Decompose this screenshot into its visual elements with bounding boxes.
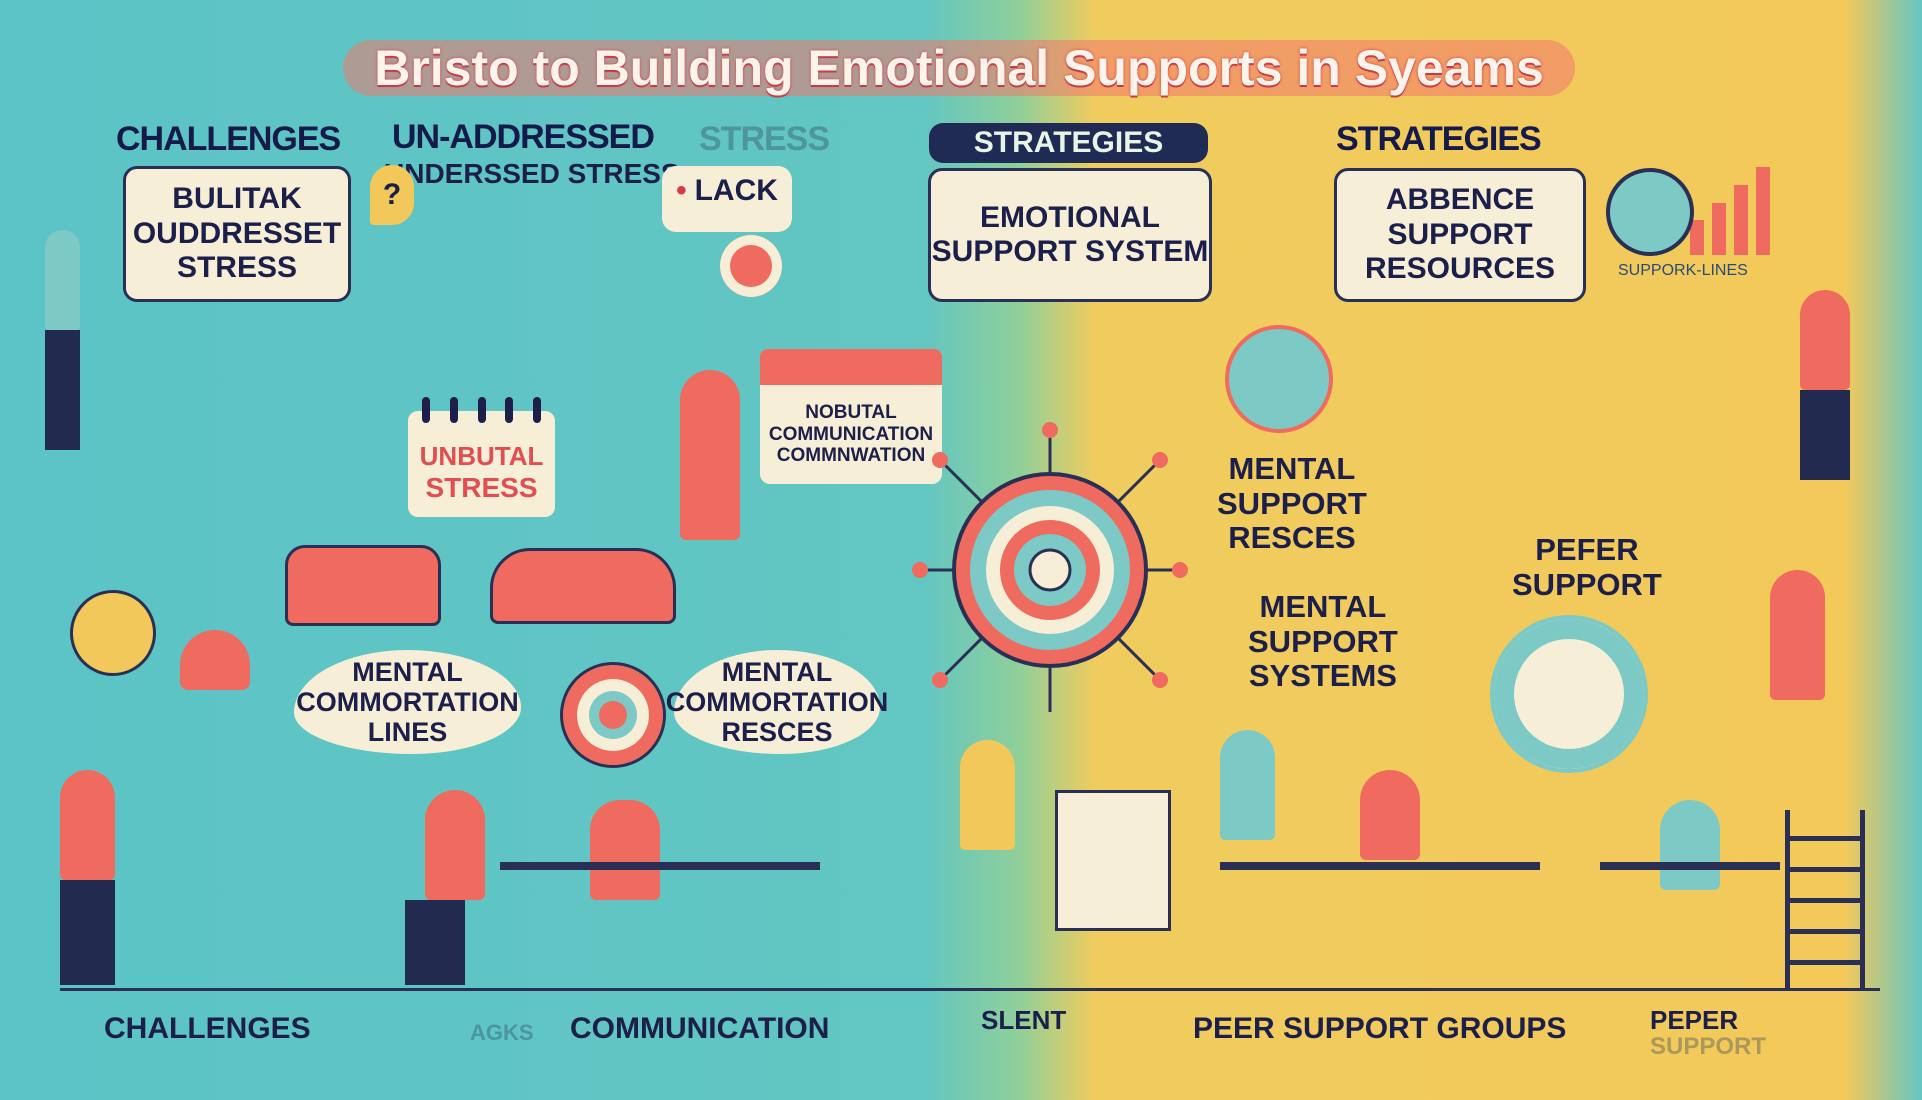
person-figure-legs xyxy=(405,900,465,985)
calendar-card: UNBUTAL STRESS xyxy=(408,397,555,517)
ladder-icon xyxy=(1785,810,1865,990)
person-figure xyxy=(590,800,660,900)
question-mark-icon: ? xyxy=(370,165,414,225)
nobutal-box: NOBUTAL COMMUNICATION COMMNWATION xyxy=(760,385,942,484)
lack-box: •LACK xyxy=(662,166,792,232)
person-figure xyxy=(960,740,1015,850)
unaddressed-subheader: UNDERSSED STRESS xyxy=(384,158,680,189)
calendar-line2: STRESS xyxy=(425,472,538,503)
mental-commortation-resces-bubble: MENTAL COMMORTATION RESCES xyxy=(666,650,888,754)
emotional-support-box: EMOTIONAL SUPPORT SYSTEM xyxy=(928,168,1212,302)
desk xyxy=(1600,862,1780,870)
target-icon xyxy=(560,662,666,768)
mental-support-resces-label: MENTAL SUPPORT RESCES xyxy=(1217,451,1367,556)
challenges-header: CHALLENGES xyxy=(116,120,341,158)
target-x-icon xyxy=(1490,615,1648,773)
strategies-header: STRATEGIES xyxy=(1336,120,1542,158)
bottom-peper-label: PEPER xyxy=(1650,1005,1739,1035)
builtak-box: BULITAK OUDDRESSET STRESS xyxy=(123,166,351,302)
banner-awning xyxy=(760,349,942,385)
page-title: Bristo to Building Emotional Supports in… xyxy=(343,40,1575,96)
check-circle-icon xyxy=(1225,325,1333,433)
checklist-board xyxy=(1055,790,1171,931)
car-icon xyxy=(490,548,676,624)
target-hub-icon xyxy=(912,422,1188,712)
spiral-icon xyxy=(720,235,782,297)
bottom-communication-label: COMMUNICATION xyxy=(570,1012,830,1045)
person-figure xyxy=(680,370,740,540)
abbence-support-box: ABBENCE SUPPORT RESOURCES xyxy=(1334,168,1586,302)
floor-line xyxy=(60,988,1880,991)
car-icon xyxy=(285,545,441,626)
bottom-peer-support-groups-label: PEER SUPPORT GROUPS xyxy=(1193,1012,1567,1045)
mental-commortation-lines-bubble: MENTAL COMMORTATION LINES xyxy=(294,650,521,754)
bar-chart-icon xyxy=(1690,165,1790,255)
person-figure xyxy=(425,790,485,900)
mental-support-systems-label: MENTAL SUPPORT SYSTEMS xyxy=(1248,589,1398,694)
stress-header: STRESS xyxy=(699,120,830,158)
strategies-pill: STRATEGIES xyxy=(929,123,1208,163)
calendar-rings xyxy=(422,397,541,423)
bottom-slent-label: SLENT xyxy=(981,1005,1067,1035)
person-figure-legs xyxy=(45,330,80,450)
person-figure xyxy=(1360,770,1420,860)
person-figure xyxy=(1660,800,1720,890)
bottom-support-label: SUPPORT xyxy=(1650,1033,1767,1060)
bottom-acks-label: AGKS xyxy=(470,1020,534,1045)
person-figure xyxy=(60,770,115,880)
calendar-line1: UNBUTAL xyxy=(419,441,544,471)
gear-icon xyxy=(70,590,156,676)
person-figure xyxy=(1770,570,1825,700)
bottom-challenges-label: CHALLENGES xyxy=(104,1012,311,1045)
pefer-support-label: PEFER SUPPORT xyxy=(1512,532,1662,602)
person-figure xyxy=(1220,730,1275,840)
chart-caption: SUPPORK-LINES xyxy=(1618,262,1748,279)
desk xyxy=(500,862,820,870)
person-figure-legs xyxy=(60,880,115,985)
person-figure xyxy=(1800,290,1850,390)
pie-chart-icon xyxy=(1606,168,1694,256)
person-figure xyxy=(45,230,80,330)
person-figure-legs xyxy=(1800,390,1850,480)
desk xyxy=(1220,862,1540,870)
lack-label: LACK xyxy=(694,174,778,207)
unaddressed-header: UN-ADDRESSED xyxy=(392,118,655,156)
heart-icon xyxy=(180,630,250,690)
